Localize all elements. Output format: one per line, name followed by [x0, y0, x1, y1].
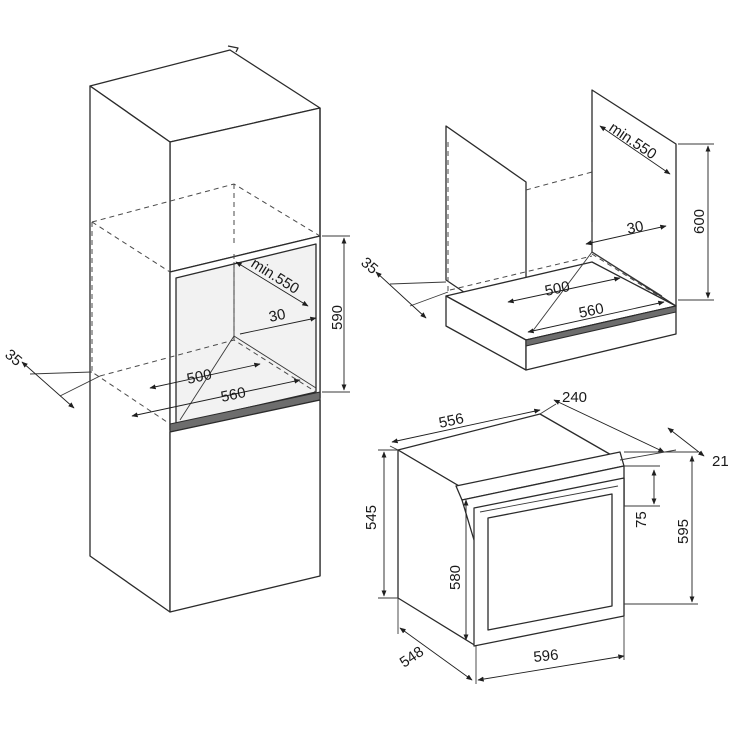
- dim-label-21: 21: [712, 453, 729, 470]
- dim-label-556: 556: [437, 410, 465, 432]
- tall-cabinet: min.550 30 590 500 560 35: [1, 45, 350, 613]
- dim-label-545: 545: [363, 505, 380, 530]
- dim-label-560-under: 560: [577, 300, 605, 322]
- dim-label-30-under: 30: [625, 218, 645, 238]
- dim-label-548: 548: [397, 643, 427, 671]
- dim-label-596: 596: [533, 646, 560, 666]
- dim-label-500-under: 500: [543, 278, 571, 300]
- dim-label-30-tall: 30: [267, 306, 287, 326]
- dim-label-560-tall: 560: [219, 384, 247, 406]
- dim-label-35-tall: 35: [1, 346, 25, 370]
- dim-label-595: 595: [675, 519, 692, 544]
- under-counter-cabinet: min.550 30 600 500 560 35: [357, 89, 714, 371]
- dim-label-75: 75: [633, 511, 650, 528]
- oven-unit: 556 240 21 545 75 595 580 548 596: [363, 389, 729, 684]
- dim-label-580: 580: [447, 565, 464, 590]
- dim-label-35-under: 35: [357, 254, 381, 278]
- dim-label-590: 590: [329, 305, 346, 330]
- dim-label-600: 600: [691, 209, 708, 234]
- dim-label-240: 240: [562, 389, 587, 406]
